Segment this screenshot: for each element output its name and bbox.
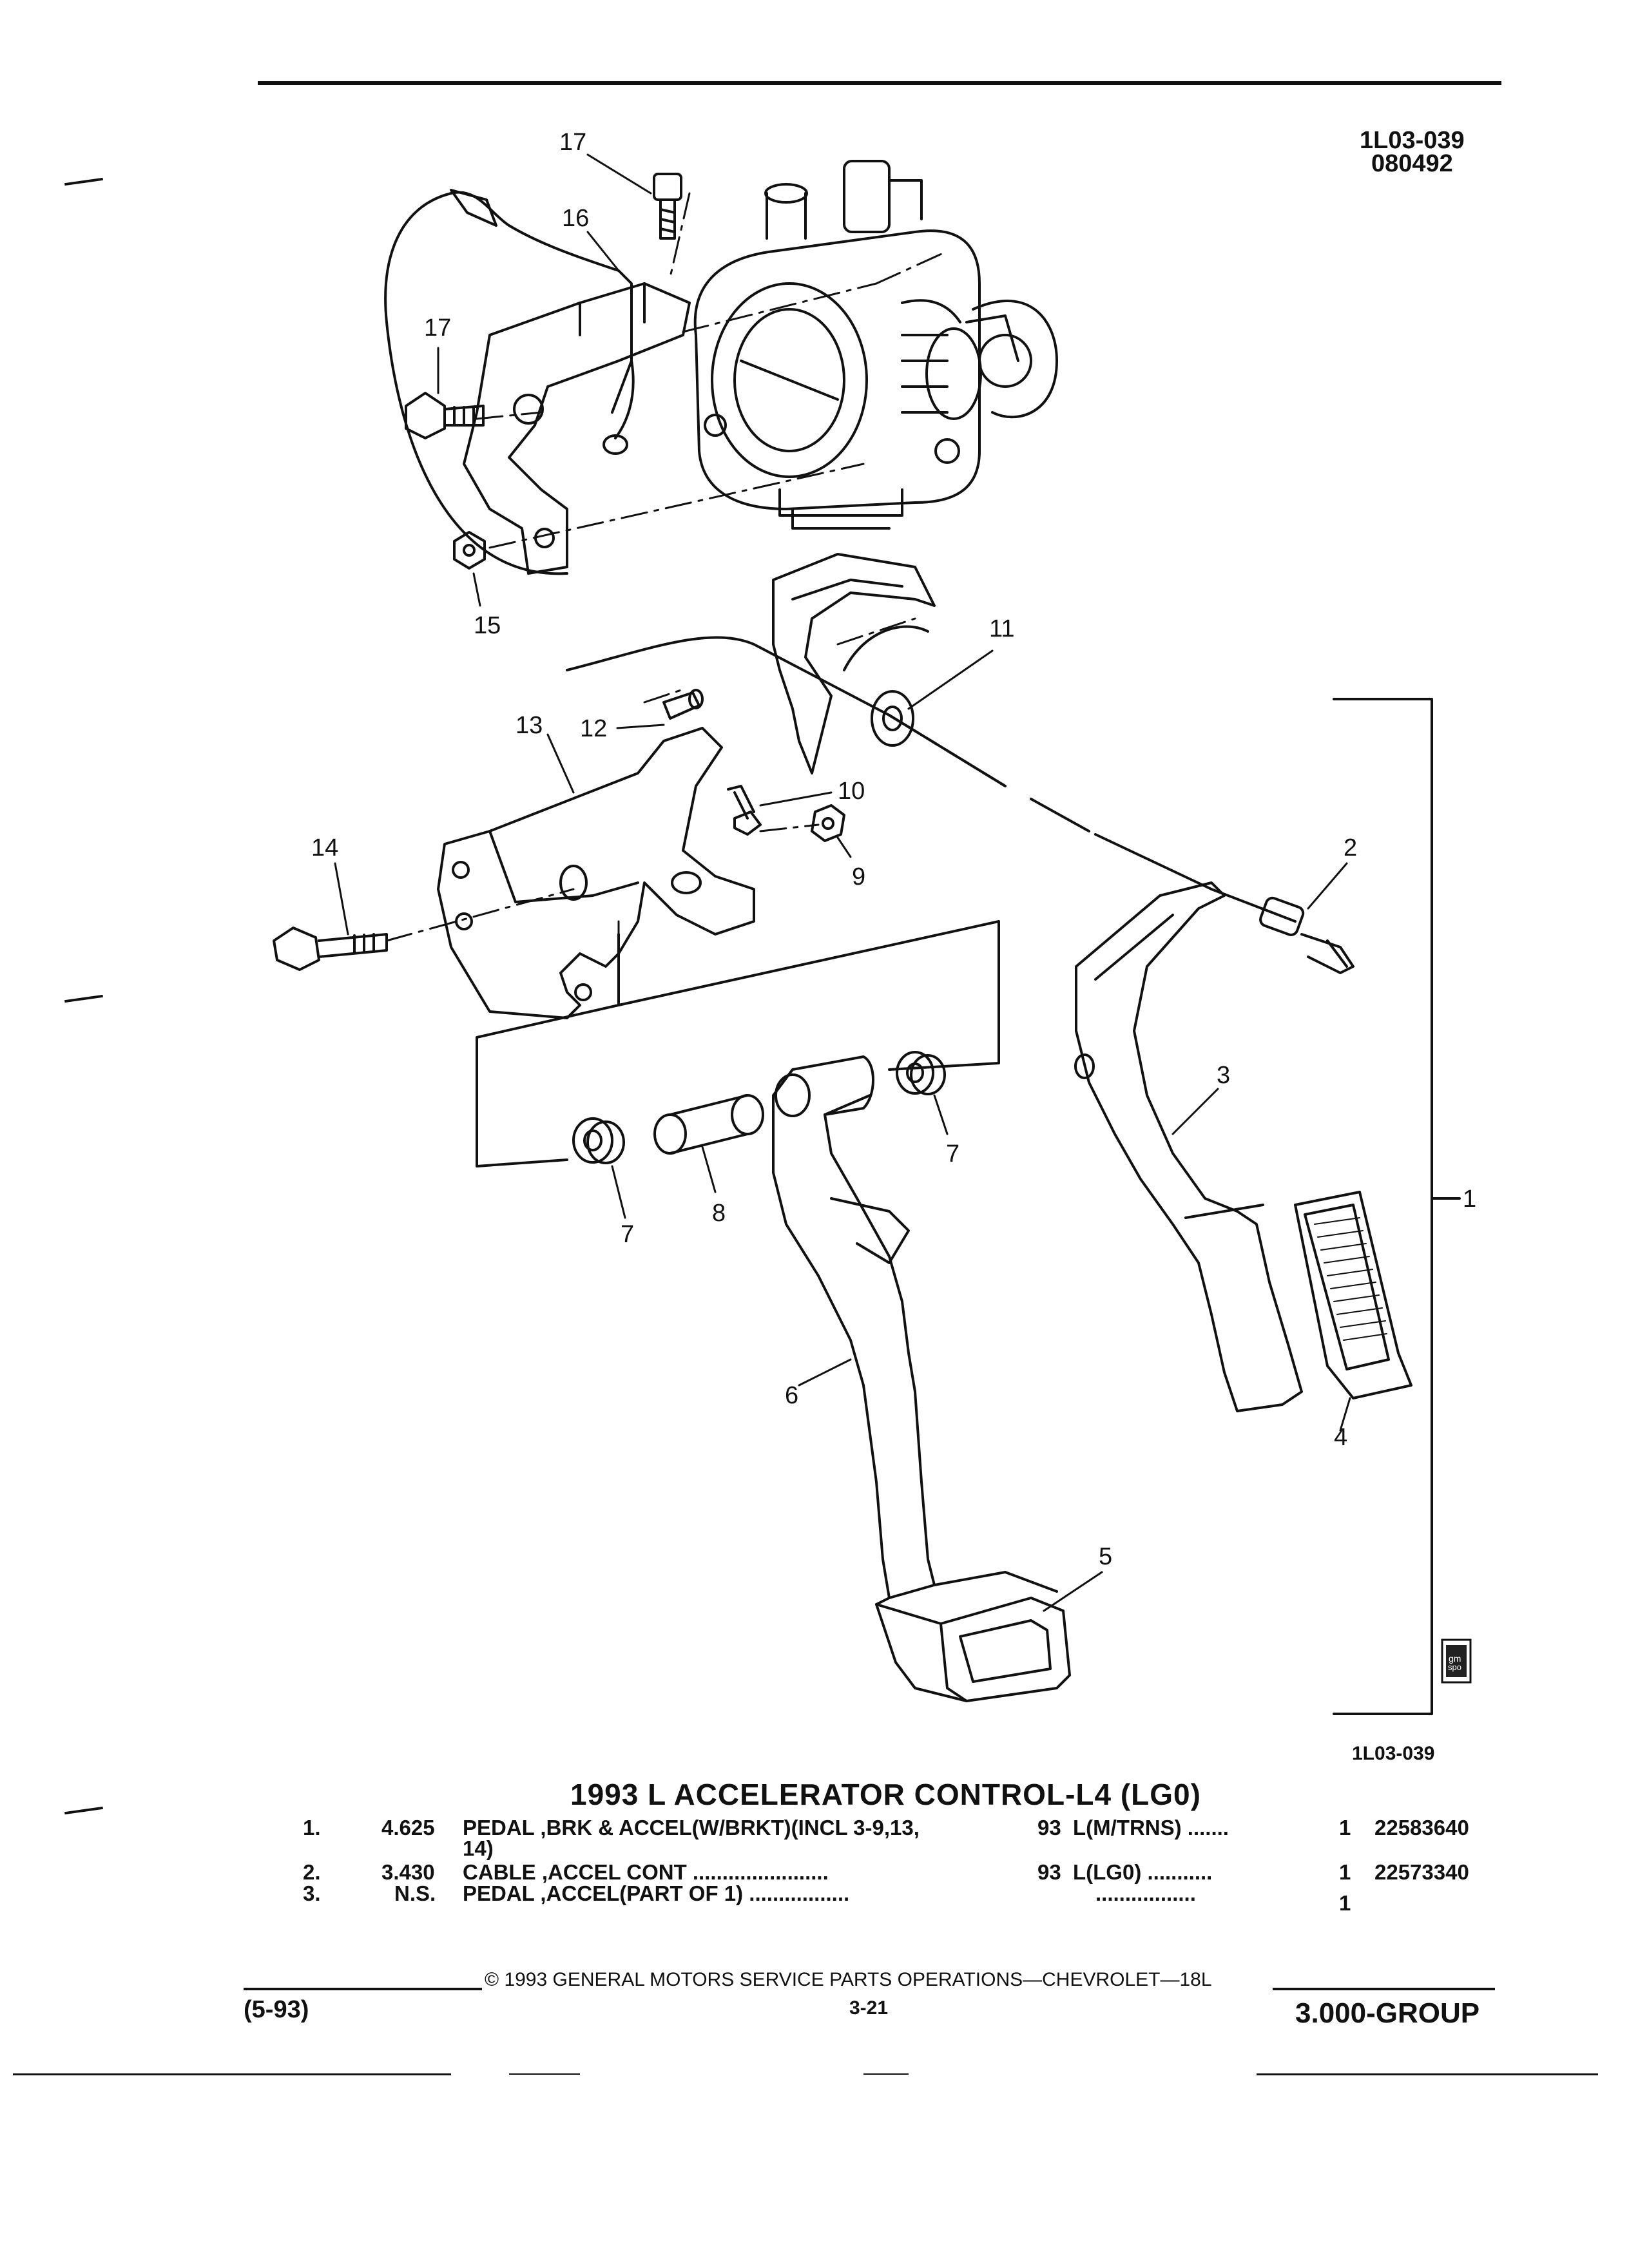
- callout-17-left: 17: [424, 314, 452, 341]
- quantity: 1: [1339, 1891, 1351, 1915]
- callout-12: 12: [580, 715, 608, 742]
- usage: .................: [1095, 1881, 1196, 1905]
- item-number: 1.: [303, 1816, 321, 1840]
- part-description: PEDAL ,ACCEL(PART OF 1) ................…: [463, 1881, 850, 1905]
- page-number: 3-21: [849, 1997, 889, 2019]
- callout-9: 9: [852, 863, 866, 890]
- drawing-code: 1L03-039: [1360, 127, 1465, 154]
- callout-8: 8: [712, 1200, 726, 1227]
- callout-14: 14: [311, 834, 339, 861]
- parts-code: 3.430: [381, 1860, 435, 1884]
- top-rule: [258, 81, 1501, 85]
- figure-reference: 1L03-039: [1352, 1743, 1435, 1764]
- usage: L(LG0) ...........: [1073, 1860, 1213, 1884]
- pedal-bracket: [437, 727, 755, 1019]
- bolt-10: [727, 785, 762, 836]
- quantity: 1: [1339, 1860, 1351, 1884]
- part-description-cont: 14): [463, 1836, 494, 1860]
- brake-pad-5: [875, 1597, 1071, 1702]
- item-number: 3.: [303, 1881, 321, 1905]
- footer-date: (5-93): [244, 1996, 309, 2023]
- callout-3: 3: [1217, 1062, 1231, 1089]
- parts-code: 4.625: [381, 1816, 435, 1840]
- copyright-line: © 1993 GENERAL MOTORS SERVICE PARTS OPER…: [485, 1969, 1212, 1990]
- logo-text-gm: gm: [1449, 1653, 1461, 1664]
- accel-pad-4: [1294, 1191, 1412, 1399]
- callout-11: 11: [989, 615, 1015, 642]
- part-description: PEDAL ,BRK & ACCEL(W/BRKT)(INCL 3-9,13,: [463, 1816, 920, 1840]
- footer-rule-left: [244, 1988, 482, 1990]
- brake-pedal: [772, 1055, 1058, 1702]
- callout-7-right: 7: [946, 1140, 960, 1168]
- callout-17-top: 17: [559, 129, 587, 156]
- model-year: 93: [1037, 1816, 1061, 1840]
- wiring-harness: [384, 191, 635, 575]
- assembly-bracket-1: [1333, 698, 1433, 1715]
- item-number: 2.: [303, 1860, 321, 1884]
- nut-15: [453, 531, 486, 570]
- grommet-11: [871, 690, 914, 747]
- part-number: 22573340: [1374, 1860, 1469, 1884]
- bolt-14: [273, 927, 388, 971]
- callout-2: 2: [1344, 834, 1358, 861]
- firewall-bracket: [772, 553, 936, 774]
- drawing-date: 080492: [1371, 150, 1453, 177]
- usage: L(M/TRNS) .......: [1073, 1816, 1229, 1840]
- part-description: CABLE ,ACCEL CONT ......................…: [463, 1860, 829, 1884]
- part-number: 22583640: [1374, 1816, 1469, 1840]
- footer-rule-right: [1273, 1988, 1495, 1990]
- bolt-17-left: [405, 392, 485, 439]
- callout-16: 16: [562, 205, 590, 232]
- callout-7-left: 7: [621, 1221, 635, 1248]
- callout-15: 15: [474, 612, 501, 639]
- spacer-8: [653, 1094, 764, 1155]
- nut-9: [811, 804, 845, 842]
- callout-6: 6: [785, 1382, 799, 1409]
- cable-bracket: [463, 282, 691, 575]
- bottom-rule-4: [1257, 2073, 1598, 2075]
- bottom-rule-2: [509, 2073, 580, 2075]
- model-year: 93: [1037, 1860, 1061, 1884]
- callout-10: 10: [838, 778, 865, 805]
- bushing-7-left: [572, 1117, 625, 1164]
- bolt-17-top: [653, 173, 682, 240]
- accel-cable: [566, 636, 1213, 890]
- quantity: 1: [1339, 1816, 1351, 1840]
- callout-13: 13: [516, 712, 543, 739]
- accel-pedal: [1074, 881, 1303, 1412]
- parts-code: N.S.: [394, 1881, 436, 1905]
- group-label: 3.000-GROUP: [1295, 1997, 1480, 2029]
- bushing-7-right: [896, 1051, 946, 1095]
- bottom-rule-3: [863, 2073, 909, 2075]
- callout-5: 5: [1099, 1543, 1113, 1570]
- gm-spo-logo: [1441, 1639, 1472, 1684]
- pin-12: [662, 689, 704, 720]
- logo-text-spo: spo: [1448, 1662, 1461, 1672]
- section-title: 1993 L ACCELERATOR CONTROL-L4 (LG0): [570, 1778, 1201, 1811]
- callout-leaders: [334, 153, 1351, 1612]
- throttle-body: [693, 160, 1058, 530]
- bottom-rule-1: [13, 2073, 451, 2075]
- callout-4: 4: [1334, 1424, 1348, 1451]
- callout-1: 1: [1463, 1186, 1477, 1213]
